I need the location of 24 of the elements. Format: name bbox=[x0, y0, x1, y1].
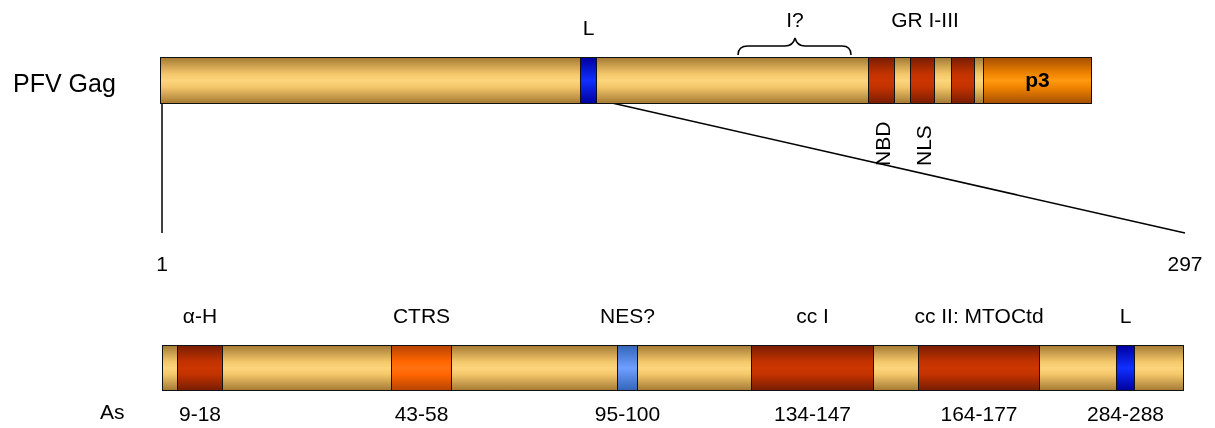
residue-range: 134-147 bbox=[773, 401, 852, 426]
residue-range: 43-58 bbox=[394, 401, 449, 426]
domain-name: p3 bbox=[1024, 67, 1051, 92]
domain-name: NBD bbox=[870, 121, 895, 166]
domain-name: L bbox=[582, 15, 595, 40]
domain-name: L bbox=[1119, 303, 1132, 328]
residue-number: 297 bbox=[1167, 252, 1203, 276]
region-label: GR I-III bbox=[891, 8, 959, 32]
protein-name: PFV Gag bbox=[13, 69, 116, 98]
residue-range: 95-100 bbox=[594, 401, 661, 426]
domain-name: cc II: MTOCtd bbox=[914, 303, 1044, 328]
residue-range: 9-18 bbox=[179, 401, 221, 426]
residue-number: 1 bbox=[156, 252, 168, 276]
domain-name: NES? bbox=[600, 303, 655, 328]
domain-name: CTRS bbox=[392, 303, 451, 328]
domain-name: NLS bbox=[911, 124, 936, 166]
residue-range: 284-288 bbox=[1086, 401, 1165, 426]
domain-name: cc I bbox=[796, 303, 829, 328]
region-label: I? bbox=[786, 8, 804, 32]
domain-segment bbox=[951, 56, 975, 104]
axis-label: As bbox=[100, 400, 125, 424]
domain-segment bbox=[983, 56, 1092, 104]
residue-range: 164-177 bbox=[940, 401, 1018, 426]
domain-name: α-H bbox=[182, 303, 218, 328]
